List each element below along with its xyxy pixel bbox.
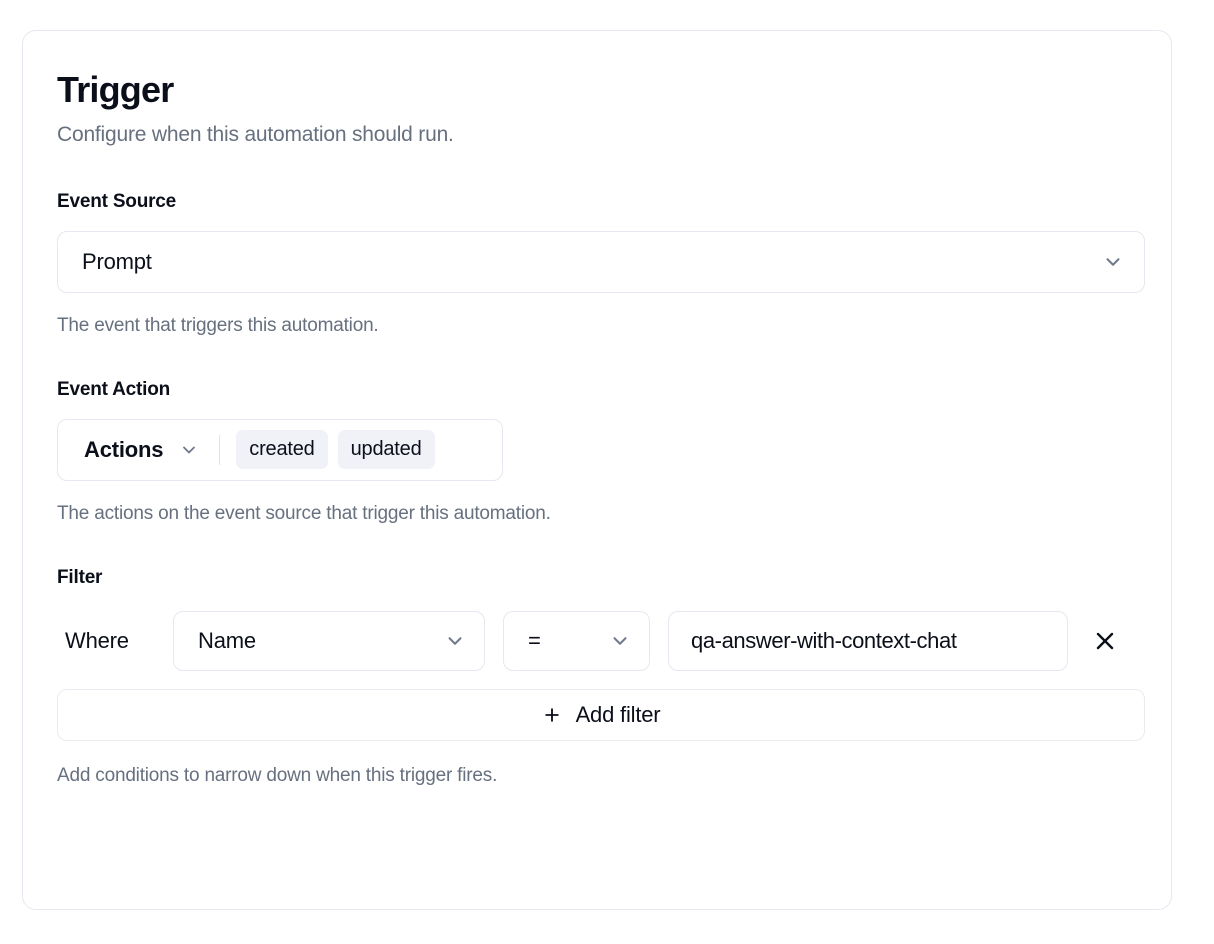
close-icon <box>1096 632 1114 649</box>
remove-filter-button[interactable] <box>1084 620 1126 662</box>
add-filter-label: Add filter <box>575 701 661 727</box>
filter-operator-select[interactable]: = <box>503 610 650 671</box>
chevron-down-icon <box>613 637 627 645</box>
filter-field-value: Name <box>198 627 256 653</box>
filter-group: Filter Where Name = qa-answer-with-c <box>57 566 1145 787</box>
event-source-label: Event Source <box>57 190 177 212</box>
filter-label: Filter <box>57 566 103 588</box>
event-action-combo-label: Actions <box>84 436 164 462</box>
event-action-group: Event Action Actions created updated The… <box>57 379 1137 525</box>
trigger-card: Trigger Configure when this automation s… <box>22 30 1172 910</box>
filter-row: Where Name = qa-answer-with-context-chat <box>57 610 1137 671</box>
event-action-multiselect[interactable]: Actions created updated <box>57 418 503 481</box>
filter-operator-value: = <box>528 627 541 653</box>
chevron-down-icon <box>1106 258 1120 266</box>
page-subtitle: Configure when this automation should ru… <box>57 122 454 146</box>
event-action-label: Event Action <box>57 378 171 400</box>
filter-help: Add conditions to narrow down when this … <box>57 764 498 786</box>
event-action-badge-updated[interactable]: updated <box>337 430 435 470</box>
filter-value-text: qa-answer-with-context-chat <box>691 627 957 653</box>
event-source-select[interactable]: Prompt <box>57 230 1145 293</box>
event-action-help: The actions on the event source that tri… <box>57 502 551 524</box>
add-filter-button[interactable]: Add filter <box>57 688 1145 741</box>
event-action-badge-created[interactable]: created <box>236 430 328 470</box>
where-label: Where <box>65 627 129 653</box>
filter-field-select[interactable]: Name <box>173 610 485 671</box>
event-source-group: Event Source Prompt The event that trigg… <box>57 190 1145 337</box>
chevron-down-icon <box>448 637 462 645</box>
event-source-help: The event that triggers this automation. <box>57 314 379 336</box>
event-source-value: Prompt <box>82 248 152 274</box>
chevron-down-icon <box>183 446 196 454</box>
plus-icon <box>544 708 559 722</box>
page-title: Trigger <box>57 69 174 110</box>
combo-divider <box>219 434 221 465</box>
filter-value-input[interactable]: qa-answer-with-context-chat <box>668 610 1068 671</box>
